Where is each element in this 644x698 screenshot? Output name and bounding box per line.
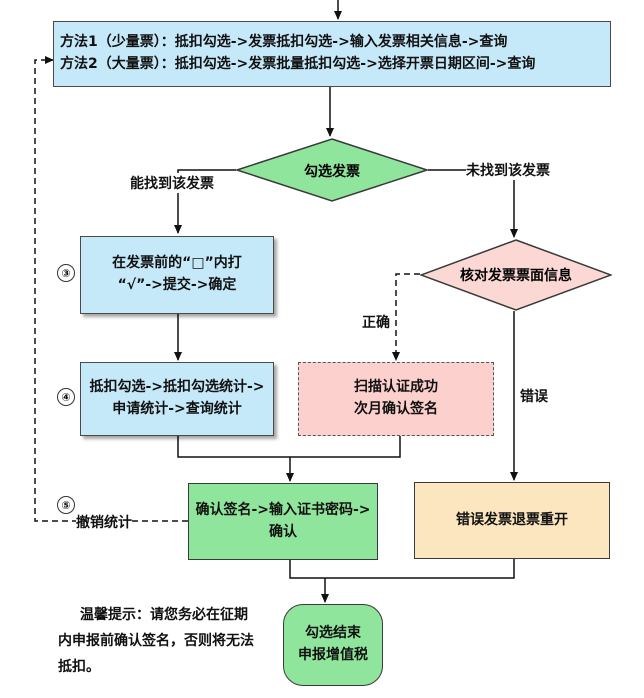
wrong-invoice-text: 错误发票退票重开: [456, 511, 568, 528]
tip-title: 温馨提示：: [80, 607, 150, 623]
branch-found-line: [174, 169, 236, 234]
wrong-branch-label: 错误: [520, 386, 548, 406]
branch-correct-line: [392, 273, 420, 361]
step-3-marker: ③: [57, 264, 75, 282]
step5-merge-line: [289, 560, 325, 579]
wrong-merge-line: [325, 559, 515, 579]
step-5-line2: 确认: [269, 523, 297, 540]
select-invoice-label: 勾选发票: [304, 163, 360, 180]
end-line2: 申报增值税: [298, 647, 368, 663]
correct-branch-label: 正确: [362, 312, 390, 332]
step-3-line2: “√”->提交->确定: [117, 277, 237, 293]
cancel-statistics-label: 撤销统计: [76, 512, 132, 532]
step-4-line1: 抵扣勾选->抵扣勾选统计->: [89, 379, 265, 396]
step-4-marker: ④: [57, 388, 75, 406]
scan-merge-line: [290, 436, 401, 458]
step4-merge-line: [177, 436, 290, 458]
step-4-line2: 申请统计->查询统计: [112, 401, 242, 417]
step-5-box: 确认签名->输入证书密码-> 确认: [188, 483, 378, 560]
tip-line1: 请您务必在征期: [150, 607, 248, 623]
verify-invoice-label: 核对发票票面信息: [460, 267, 572, 284]
cancel-loop-line: [34, 56, 188, 522]
verify-invoice-decision: 核对发票票面信息: [420, 239, 612, 311]
tip-line2: 内申报前确认签名，否则将无法: [58, 633, 254, 649]
branch-not-found-line: [428, 169, 518, 238]
scan-line2: 次月确认签名: [354, 401, 438, 417]
end-box: 勾选结束 申报增值税: [283, 604, 383, 686]
step-3-box: 在发票前的“□”内打 “√”->提交->确定: [80, 236, 274, 314]
step-5-line1: 确认签名->输入证书密码->: [195, 501, 371, 518]
method-1-text: 方法1（少量票）：抵扣勾选->发票抵扣勾选->输入发票相关信息->查询: [60, 34, 508, 51]
found-branch-label: 能找到该发票: [130, 173, 214, 193]
select-invoice-decision: 勾选发票: [236, 138, 428, 202]
step-5-marker: ⑤: [57, 496, 75, 514]
step-3-line1: 在发票前的“□”内打: [112, 255, 242, 272]
method-box: 方法1（少量票）：抵扣勾选->发票抵扣勾选->输入发票相关信息->查询 方法2（…: [53, 21, 611, 87]
scan-line1: 扫描认证成功: [354, 379, 438, 396]
wrong-invoice-box: 错误发票退票重开: [414, 482, 610, 559]
step-4-box: 抵扣勾选->抵扣勾选统计-> 申请统计->查询统计: [80, 362, 274, 436]
not-found-branch-label: 未找到该发票: [466, 160, 550, 180]
end-line1: 勾选结束: [305, 625, 361, 642]
scan-success-box: 扫描认证成功 次月确认签名: [298, 362, 494, 436]
tip-line3: 抵扣。: [58, 659, 100, 675]
method-2-text: 方法2（大量票）：抵扣勾选->发票批量抵扣勾选->选择开票日期区间->查询: [60, 56, 536, 72]
tip-note: 温馨提示：请您务必在征期 内申报前确认签名，否则将无法 抵扣。: [58, 602, 273, 680]
